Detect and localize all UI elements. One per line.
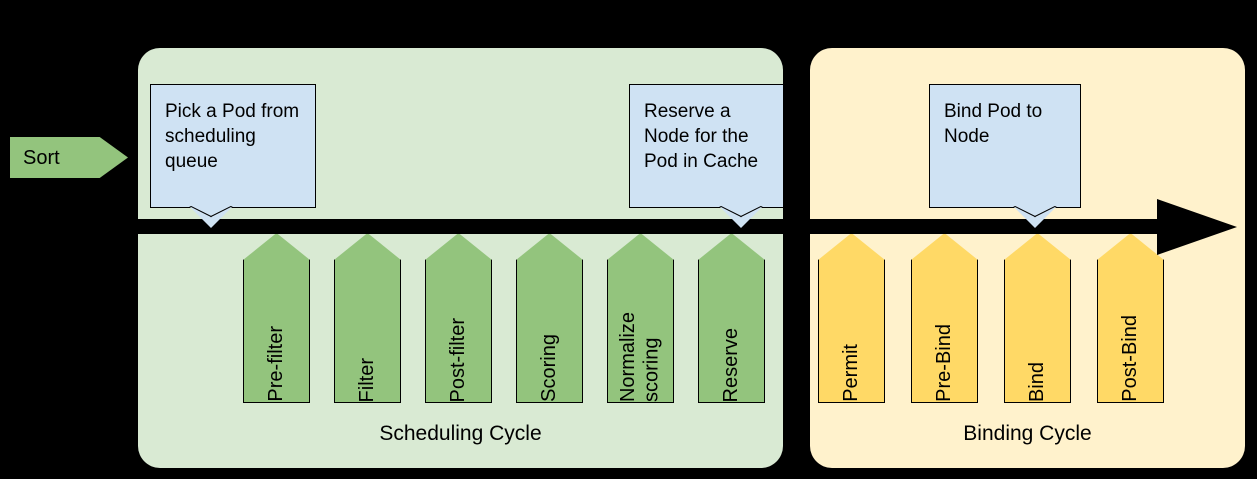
callout-bind-pod: Bind Pod to Node bbox=[929, 84, 1081, 228]
plugin-normalize-scoring-label: Normalize scoring bbox=[616, 311, 663, 402]
plugin-normalize-scoring: Normalize scoring bbox=[607, 233, 674, 403]
plugin-post-bind: Post-Bind bbox=[1097, 233, 1164, 403]
callout-reserve-node: Reserve a Node for the Pod in Cache bbox=[629, 84, 784, 228]
callout-pick-pod: Pick a Pod from scheduling queue bbox=[150, 84, 316, 228]
plugin-bind-label: Bind bbox=[1025, 361, 1048, 402]
plugin-filter: Filter bbox=[334, 233, 401, 403]
plugin-post-filter-label: Post-filter bbox=[446, 317, 469, 402]
plugin-reserve: Reserve bbox=[698, 233, 765, 403]
plugin-filter-label: Filter bbox=[355, 357, 378, 402]
plugin-pre-filter-label: Pre-filter bbox=[264, 326, 287, 402]
plugin-post-bind-label: Post-Bind bbox=[1118, 315, 1141, 402]
timeline-bar bbox=[138, 219, 1162, 234]
plugin-pre-bind-label: Pre-Bind bbox=[932, 324, 955, 402]
plugin-post-filter: Post-filter bbox=[425, 233, 492, 403]
callout-bind-pod-text: Bind Pod to Node bbox=[944, 101, 1043, 148]
plugin-reserve-label: Reserve bbox=[719, 327, 742, 402]
callout-pick-pod-text: Pick a Pod from scheduling queue bbox=[165, 101, 300, 173]
binding-cycle-caption: Binding Cycle bbox=[963, 422, 1092, 445]
sort-label: Sort bbox=[23, 146, 60, 169]
plugin-bind: Bind bbox=[1004, 233, 1071, 403]
callout-reserve-node-text: Reserve a Node for the Pod in Cache bbox=[644, 101, 759, 173]
plugin-scoring-label: Scoring bbox=[537, 334, 560, 402]
sort-entry-arrow: Sort bbox=[10, 137, 128, 178]
plugin-scoring: Scoring bbox=[516, 233, 583, 403]
plugin-permit: Permit bbox=[818, 233, 885, 403]
scheduling-cycle-caption: Scheduling Cycle bbox=[379, 422, 542, 445]
plugin-permit-label: Permit bbox=[839, 344, 862, 402]
plugin-pre-bind: Pre-Bind bbox=[911, 233, 978, 403]
plugin-pre-filter: Pre-filter bbox=[243, 233, 310, 403]
